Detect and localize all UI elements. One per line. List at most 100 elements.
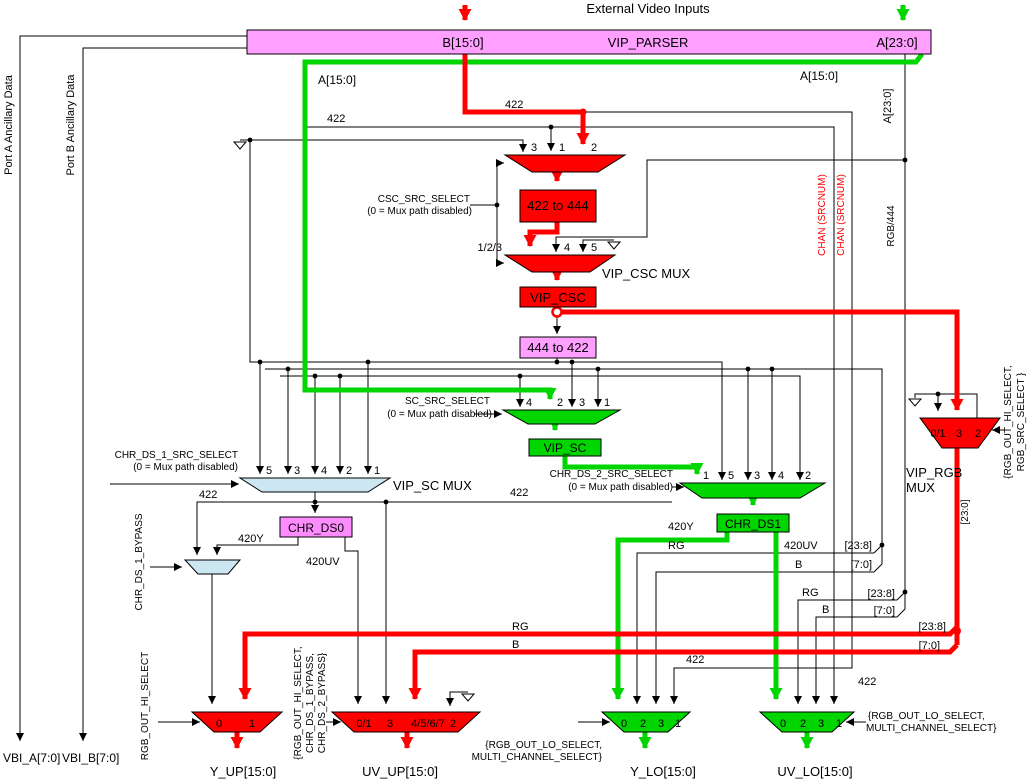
wire-422-bypass bbox=[193, 501, 672, 555]
wire-chan-srcnum-a bbox=[583, 111, 853, 704]
csc-src-select-label: CSC_SRC_SELECT bbox=[378, 194, 470, 205]
path-a15 bbox=[302, 52, 924, 400]
mux-input-num: 3 bbox=[658, 718, 664, 730]
sc-src-select-note: (0 = Mux path disabled) bbox=[387, 409, 492, 420]
thin-wires bbox=[16, 35, 1005, 741]
sc-src-select-label: SC_SRC_SELECT bbox=[405, 396, 490, 407]
red-paths bbox=[230, 5, 964, 749]
mux-conv422-src bbox=[503, 154, 627, 173]
uvup-select-label-3: CHR_DS_2_BYPASS} bbox=[317, 652, 328, 753]
rg-label-1: RG bbox=[668, 540, 685, 552]
vip-sc-label: VIP_SC bbox=[544, 441, 587, 455]
mux-input-num: 2 bbox=[450, 718, 456, 730]
vip-csc-block bbox=[519, 286, 597, 308]
rg-label-thick: RG bbox=[512, 621, 529, 633]
chr-ds2-src-select-label: CHR_DS_2_SRC_SELECT bbox=[550, 469, 673, 480]
path-b-lo bbox=[408, 643, 959, 700]
slice-lo-label-2: [7:0] bbox=[874, 605, 895, 617]
ylo-select-label-2: MULTI_CHANNEL_SELECT} bbox=[472, 752, 603, 763]
path-rg-hi bbox=[238, 625, 959, 700]
path-vipsc-out bbox=[562, 455, 704, 475]
path-b15 bbox=[462, 54, 590, 145]
y420-label-2: 420Y bbox=[668, 521, 694, 533]
csc-src-select-note: (0 = Mux path disabled) bbox=[367, 206, 472, 217]
uvup-select-label-1: {RGB_OUT_HI_SELECT, bbox=[293, 646, 304, 759]
wire-port-a-ancillary bbox=[16, 35, 247, 741]
wire-csc-select-2 bbox=[496, 205, 504, 267]
mux-input-num: 1 bbox=[703, 470, 709, 482]
red-junction-b422 bbox=[579, 108, 587, 116]
mux-input-num: 1 bbox=[604, 397, 610, 409]
mux-chr-ds1-bypass bbox=[183, 559, 242, 575]
slice-hi-label-2: [23:8] bbox=[867, 588, 895, 600]
bus-line-2 bbox=[265, 368, 883, 564]
mux-input-num: 4 bbox=[526, 397, 532, 409]
conv-444-422-label: 444 to 422 bbox=[527, 340, 588, 355]
rgb444-vertical-label: RGB/444 bbox=[886, 205, 897, 247]
mux-input-num: 1 bbox=[836, 718, 842, 730]
wire-b-to-ylo bbox=[652, 571, 874, 704]
mux-input-num: 5 bbox=[728, 470, 734, 482]
vip-rgb-mux-label-2: MUX bbox=[906, 480, 935, 495]
bus422-label-f: 422 bbox=[858, 676, 876, 688]
mux-sc-src bbox=[501, 409, 622, 425]
chr-ds0-block bbox=[279, 516, 353, 538]
blocks: B[15:0] VIP_PARSER A[23:0] 422 to 444 VI… bbox=[246, 29, 932, 538]
wire-ds0-420uv bbox=[344, 537, 362, 704]
bus422-label-e: 422 bbox=[686, 654, 704, 666]
path-csc-to-rgbmux bbox=[557, 309, 964, 411]
vip-sc-block bbox=[528, 438, 602, 457]
slice-tick-4 bbox=[873, 563, 883, 573]
conv-422-444-label: 422 to 444 bbox=[527, 198, 588, 213]
mux-chr-ds2 bbox=[678, 482, 827, 499]
uvlo-select-label-2: MULTI_CHANNEL_SELECT} bbox=[866, 723, 997, 734]
mux-input-num: 5 bbox=[591, 242, 597, 254]
conv-444-422-block bbox=[519, 336, 597, 359]
rg-label-2: RG bbox=[802, 587, 819, 599]
parser-port-b-label: B[15:0] bbox=[442, 35, 483, 50]
slice-lo-label-thick: [7:0] bbox=[919, 640, 940, 652]
mux-input-num: 1 bbox=[559, 142, 565, 154]
mux-input-num: 1/2/3 bbox=[478, 242, 502, 254]
wire-csc-mux-input5-gnd bbox=[579, 239, 614, 252]
slice-tick-2 bbox=[896, 608, 906, 618]
y-up-output-label: Y_UP[15:0] bbox=[210, 764, 277, 779]
wire-chan-srcnum-b bbox=[305, 126, 838, 704]
y-lo-output-label: Y_LO[15:0] bbox=[630, 764, 696, 779]
mux-input-num: 3 bbox=[818, 718, 824, 730]
mux-input-num: 3 bbox=[387, 718, 393, 730]
vip-sc-mux-label: VIP_SC MUX bbox=[393, 478, 472, 493]
mux-input-num: 3 bbox=[294, 465, 300, 477]
wire-rg-to-uvlo bbox=[794, 599, 897, 704]
mux-input-num: 3 bbox=[754, 470, 760, 482]
mux-input-num: 4 bbox=[321, 465, 327, 477]
mux-y-lo bbox=[600, 711, 692, 733]
mux-input-num: 2 bbox=[591, 142, 597, 154]
b-label-1: B bbox=[795, 559, 802, 571]
uv420-label-2: 420UV bbox=[784, 540, 818, 552]
wire-uvup-input2-gnd bbox=[446, 691, 468, 706]
bus422-label-c: 422 bbox=[199, 489, 217, 501]
mux-input-num: 0 bbox=[216, 718, 222, 730]
junction-dots bbox=[247, 108, 961, 635]
chr-ds1-label: CHR_DS1 bbox=[725, 517, 781, 531]
y420-label-1: 420Y bbox=[238, 533, 264, 545]
wire-ds0-420y bbox=[213, 537, 299, 555]
mux-input-num: 0 bbox=[780, 718, 786, 730]
bus-line-3 bbox=[280, 375, 804, 480]
mux-input-num: 4 bbox=[778, 470, 784, 482]
green-paths bbox=[302, 5, 924, 749]
vbi-b-output-label: VBI_B[7:0] bbox=[62, 751, 119, 765]
red-ring-csc-out bbox=[551, 306, 563, 318]
wire-rgb-gnd bbox=[914, 393, 978, 418]
path-420y bbox=[611, 532, 730, 700]
chr-ds1-src-select-label: CHR_DS_1_SRC_SELECT bbox=[115, 450, 238, 461]
wire-rg-to-ylo bbox=[633, 552, 874, 704]
mux-input-num: 2 bbox=[800, 718, 806, 730]
conv-422-444-block bbox=[519, 189, 597, 223]
vip-rgb-mux-label-1: VIP_RGB bbox=[906, 465, 962, 480]
uv-lo-output-label: UV_LO[15:0] bbox=[777, 764, 852, 779]
mux-input-num: 3 bbox=[956, 428, 962, 440]
parser-port-a-label: A[23:0] bbox=[876, 35, 917, 50]
